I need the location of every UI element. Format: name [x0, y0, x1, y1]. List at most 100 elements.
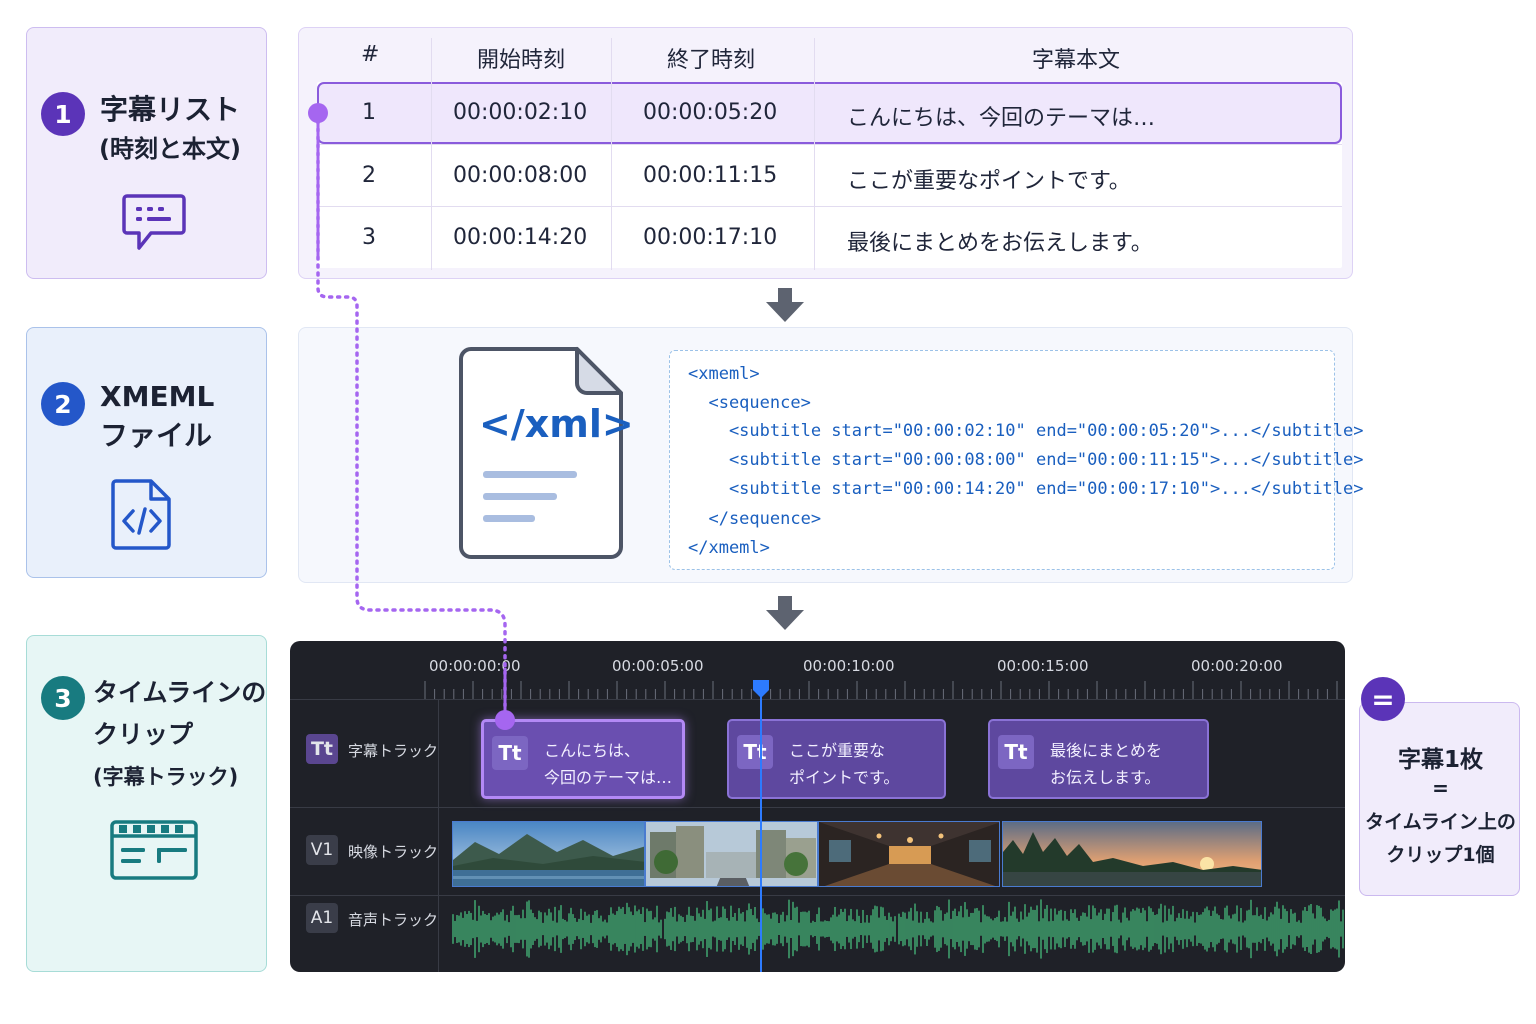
xml-code-line: <subtitle start="00:00:08:00" end="00:00… — [688, 450, 1364, 470]
clip-text-line: 最後にまとめを — [1050, 741, 1163, 760]
step-number-badge: 2 — [41, 382, 85, 426]
ruler-time-label: 00:00:10:00 — [803, 657, 895, 675]
row-divider — [317, 144, 1342, 145]
track-divider — [290, 699, 1345, 700]
track-divider — [290, 807, 1345, 808]
text-clip-icon: Tt — [737, 735, 773, 769]
arrow-down-icon — [766, 288, 804, 322]
row-divider — [317, 206, 1342, 207]
mountain-lake-thumbnail — [453, 822, 644, 886]
xml-code-block: <xmeml> <sequence> <subtitle start="00:0… — [669, 350, 1364, 570]
row-1-number: 1 — [362, 100, 376, 125]
subtitle-table-panel: # 開始時刻 終了時刻 字幕本文 1 00:00:02:10 00:00:05:… — [298, 27, 1353, 279]
track-divider — [290, 895, 1345, 896]
ruler-time-label: 00:00:05:00 — [612, 657, 704, 675]
subtitle-track-name: 字幕トラック — [348, 742, 439, 760]
audio-waveform — [664, 899, 896, 959]
step-title: 字幕リスト — [100, 93, 241, 126]
row-1-end: 00:00:05:20 — [643, 100, 778, 125]
step-title: XMEML — [100, 380, 215, 413]
step-card-timeline-clip: 3 タイムラインの クリップ (字幕トラック) — [26, 635, 267, 972]
xml-code-line: </xmeml> — [688, 538, 770, 558]
video-track-name: 映像トラック — [348, 843, 439, 861]
row-3-text: 最後にまとめをお伝えします。 — [847, 231, 1153, 256]
clip-text-line: ポイントです。 — [789, 768, 900, 787]
playhead-line — [760, 693, 762, 972]
column-header-end: 終了時刻 — [667, 48, 756, 73]
audio-waveform — [452, 900, 662, 958]
column-header-text: 字幕本文 — [1032, 48, 1121, 73]
equivalence-note: 字幕1枚 = タイムライン上の クリップ1個 — [1359, 702, 1520, 896]
audio-waveform — [898, 899, 1344, 959]
column-header-number: # — [361, 42, 380, 67]
row-3-number: 3 — [362, 225, 376, 250]
xml-code-line: <subtitle start="00:00:14:20" end="00:00… — [688, 479, 1364, 499]
sunset-forest-thumbnail — [1003, 822, 1261, 886]
xml-code-line: <sequence> — [688, 393, 811, 413]
step-title: タイムラインの — [93, 678, 267, 707]
playhead-handle-icon[interactable] — [751, 678, 771, 700]
video-clip-sunset-forest[interactable] — [1002, 821, 1262, 887]
row-2-text: ここが重要なポイントです。 — [847, 169, 1131, 194]
ruler-time-label: 00:00:15:00 — [997, 657, 1089, 675]
step-number-badge: 3 — [41, 676, 85, 720]
clip-text-line: ここが重要な — [789, 741, 886, 760]
row-2-start: 00:00:08:00 — [453, 163, 588, 188]
column-divider — [431, 38, 432, 270]
subtitle-clip-1[interactable]: Tt こんにちは、 今回のテーマは… — [481, 719, 685, 799]
note-line: 字幕1枚 — [1397, 747, 1483, 773]
timeline-editor[interactable]: 00:00:00:00 00:00:05:00 00:00:10:00 00:0… — [290, 641, 1345, 972]
ruler-time-label: 00:00:20:00 — [1191, 657, 1283, 675]
step-subtitle: (字幕トラック) — [93, 765, 239, 789]
row-1-text: こんにちは、今回のテーマは… — [847, 106, 1156, 131]
text-clip-icon: Tt — [998, 735, 1034, 769]
xml-code-line: <subtitle start="00:00:02:10" end="00:00… — [688, 421, 1364, 441]
clapperboard-icon — [110, 820, 198, 880]
city-street-thumbnail — [646, 822, 817, 886]
subtitle-clip-2[interactable]: Tt ここが重要な ポイントです。 — [727, 719, 946, 799]
column-divider — [814, 38, 815, 270]
ruler-time-label: 00:00:00:00 — [429, 657, 521, 675]
step-title-second-line: クリップ — [93, 720, 194, 749]
column-divider — [611, 38, 612, 270]
video-clip-city-street[interactable] — [645, 821, 818, 887]
row-3-end: 00:00:17:10 — [643, 225, 778, 250]
video-clip-corridor[interactable] — [818, 821, 1000, 887]
code-file-icon — [111, 479, 171, 550]
step-number-badge: 1 — [41, 92, 85, 136]
column-header-start: 開始時刻 — [477, 48, 566, 73]
clip-text-line: 今回のテーマは… — [544, 768, 673, 787]
chat-bubble-icon — [122, 194, 186, 250]
row-2-number: 2 — [362, 163, 376, 188]
video-clip-mountain-lake[interactable] — [452, 821, 645, 887]
audio-track-name: 音声トラック — [348, 911, 439, 929]
xml-code-line: <xmeml> — [688, 364, 760, 384]
step-subtitle: ファイル — [100, 419, 213, 452]
step-subtitle: (時刻と本文) — [99, 135, 241, 163]
audio-clip-3[interactable] — [898, 899, 1345, 959]
row-1-start: 00:00:02:10 — [453, 100, 588, 125]
subtitle-clip-3[interactable]: Tt 最後にまとめを お伝えします。 — [988, 719, 1209, 799]
xmeml-panel: </xml> <xmeml> <sequence> <subtitle star… — [298, 327, 1364, 583]
equals-badge: = — [1361, 677, 1405, 721]
video-track-badge: V1 — [306, 835, 338, 865]
timeline-ruler[interactable] — [290, 677, 1345, 701]
xml-file-label: </xml> — [479, 402, 634, 446]
xml-code-line: </sequence> — [688, 509, 822, 529]
clip-text-line: お伝えします。 — [1050, 768, 1161, 787]
step-card-subtitle-list: 1 字幕リスト (時刻と本文) — [26, 27, 267, 279]
clip-text-line: こんにちは、 — [544, 741, 641, 760]
note-line: タイムライン上の — [1365, 811, 1516, 833]
track-header-divider — [438, 699, 439, 972]
audio-track-badge: A1 — [306, 903, 338, 933]
note-equals: = — [1432, 776, 1449, 800]
note-line: クリップ1個 — [1386, 844, 1495, 866]
step-card-xmeml-file: 2 XMEML ファイル — [26, 327, 267, 578]
audio-clip-1[interactable] — [452, 899, 662, 959]
xml-document-icon — [459, 347, 623, 559]
corridor-thumbnail — [819, 822, 999, 886]
subtitle-track-badge: Tt — [306, 734, 338, 764]
row-3-start: 00:00:14:20 — [453, 225, 588, 250]
arrow-down-icon — [766, 596, 804, 630]
audio-clip-2[interactable] — [664, 899, 896, 959]
